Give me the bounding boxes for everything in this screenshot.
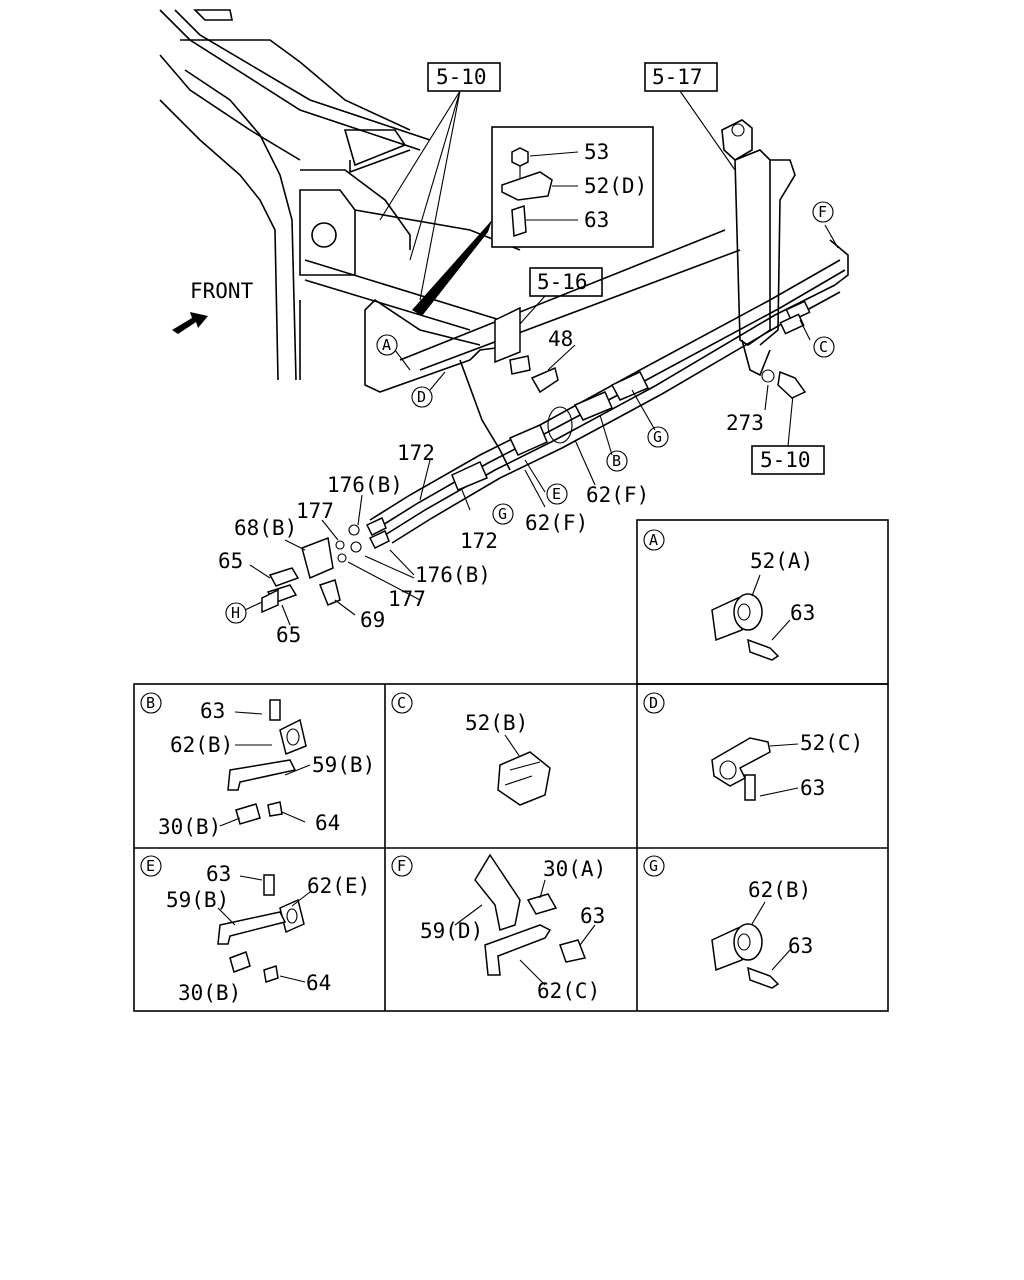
- label-68b: 68(B): [234, 516, 297, 540]
- panel-d-letter: D: [649, 694, 658, 712]
- panel-b-label-59b: 59(B): [312, 753, 375, 777]
- callout-g-right: G: [647, 426, 669, 448]
- callout-g-right-letter: G: [653, 428, 662, 446]
- panel-a-label-63: 63: [790, 601, 815, 625]
- ref-5-16-label: 5-16: [537, 270, 588, 294]
- reference-5-17: 5-17: [644, 62, 736, 171]
- callout-e-letter: E: [552, 485, 561, 503]
- label-69: 69: [360, 608, 385, 632]
- callout-h: H: [225, 602, 247, 624]
- panel-b-label-64: 64: [315, 811, 340, 835]
- panel-b-label-62b: 62(B): [170, 733, 233, 757]
- reference-5-10-top: 5-10: [379, 62, 501, 301]
- panel-b-label-63: 63: [200, 699, 225, 723]
- panel-c-label-52b: 52(B): [465, 711, 528, 735]
- panel-e-label-62e: 62(E): [307, 874, 370, 898]
- callout-c-letter: C: [819, 338, 828, 356]
- label-172-bottom: 172: [460, 529, 498, 553]
- panel-f-letter: F: [397, 857, 406, 875]
- panel-e-letter: E: [146, 857, 155, 875]
- callout-b: B: [606, 450, 628, 472]
- callout-a: A: [376, 334, 398, 356]
- callouts: A D F C G B E G: [225, 201, 835, 624]
- panel-g-letter: G: [649, 857, 658, 875]
- panel-g-label-63: 63: [788, 934, 813, 958]
- callout-e: E: [546, 483, 568, 505]
- panel-f-label-62c: 62(C): [537, 979, 600, 1003]
- panel-d: D 52(C) 63: [643, 692, 863, 801]
- front-indicator: FRONT: [172, 279, 254, 334]
- reference-5-16: 5-16: [509, 267, 603, 336]
- panel-e-label-59b: 59(B): [166, 888, 229, 912]
- panel-b-letter: B: [146, 694, 155, 712]
- detail-panels-grid: [133, 519, 889, 1012]
- callout-b-letter: B: [612, 452, 621, 470]
- label-65-top: 65: [218, 549, 243, 573]
- label-176b-bottom: 176(B): [415, 563, 491, 587]
- front-arrow-icon: [172, 312, 208, 334]
- detail-inset-52d: 53 52(D) 63: [491, 126, 654, 248]
- panel-f-label-63: 63: [580, 904, 605, 928]
- callout-f: F: [812, 201, 834, 223]
- panel-a-letter: A: [649, 531, 658, 549]
- label-53: 53: [584, 140, 609, 164]
- panel-e-label-30b: 30(B): [178, 981, 241, 1005]
- reference-5-10-bottom: 5-10: [751, 394, 825, 475]
- chassis-frame: [159, 9, 521, 381]
- callout-a-letter: A: [382, 336, 391, 354]
- label-52d: 52(D): [584, 174, 647, 198]
- label-176b-top: 176(B): [327, 473, 403, 497]
- panel-e-label-64: 64: [306, 971, 331, 995]
- panel-g: G 62(B) 63: [643, 855, 813, 989]
- panel-e: E 63 62(E) 59(B) 30(B) 64: [140, 855, 370, 1005]
- ref-5-10-bottom-label: 5-10: [760, 448, 811, 472]
- label-273: 273: [726, 411, 764, 435]
- label-48: 48: [548, 327, 573, 351]
- panel-b-label-30b: 30(B): [158, 815, 221, 839]
- callout-g-left-letter: G: [498, 505, 507, 523]
- panel-b: B 63 62(B) 59(B) 30(B) 64: [140, 692, 375, 839]
- callout-g-left: G: [492, 503, 514, 525]
- panel-c-letter: C: [397, 694, 406, 712]
- panel-a-label-52a: 52(A): [750, 549, 813, 573]
- leader-lines: [244, 224, 839, 626]
- callout-d: D: [411, 386, 433, 408]
- callout-f-letter: F: [818, 203, 827, 221]
- panel-a: A 52(A) 63: [643, 529, 815, 661]
- label-62f-left: 62(F): [525, 511, 588, 535]
- label-65-bottom: 65: [276, 623, 301, 647]
- ref-5-10-top-label: 5-10: [436, 65, 487, 89]
- callout-c: C: [813, 336, 835, 358]
- label-62f-right: 62(F): [586, 483, 649, 507]
- main-assembly: [261, 119, 849, 614]
- callout-h-letter: H: [231, 604, 240, 622]
- panel-f: F 30(A) 63 59(D) 62(C): [391, 853, 606, 1003]
- panel-f-label-30a: 30(A): [543, 857, 606, 881]
- label-63-inset: 63: [584, 208, 609, 232]
- callout-d-letter: D: [417, 388, 426, 406]
- ref-5-17-label: 5-17: [652, 65, 703, 89]
- main-labels: 48 273 172 172 176(B) 176(B) 177 177 68(…: [218, 327, 764, 647]
- label-177-bottom: 177: [388, 587, 426, 611]
- panel-d-label-63: 63: [800, 776, 825, 800]
- label-172-top: 172: [397, 441, 435, 465]
- panel-e-label-63: 63: [206, 862, 231, 886]
- front-label: FRONT: [190, 279, 254, 303]
- panel-f-label-59d: 59(D): [420, 919, 483, 943]
- inset-pointer: [412, 220, 492, 316]
- label-177-top: 177: [296, 499, 334, 523]
- panel-g-label-62b: 62(B): [748, 878, 811, 902]
- panel-d-label-52c: 52(C): [800, 731, 863, 755]
- panel-c: C 52(B): [391, 692, 551, 806]
